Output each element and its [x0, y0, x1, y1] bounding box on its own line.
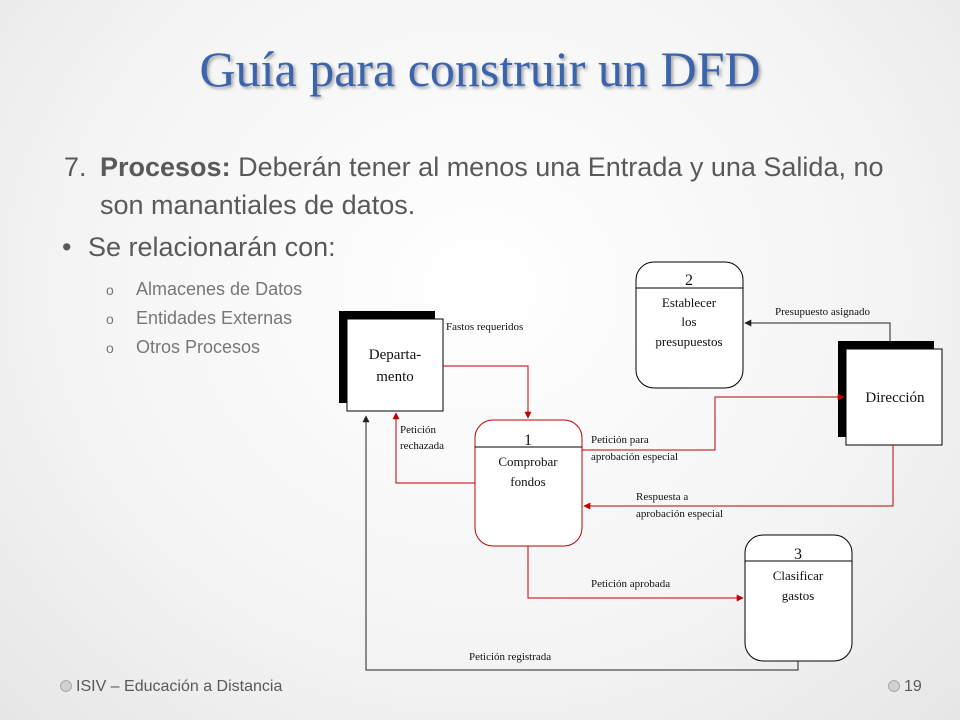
bullet-marker: •: [62, 232, 72, 262]
process-1: 1 Comprobar fondos: [474, 419, 583, 547]
list-item: o Entidades Externas: [106, 307, 302, 336]
process-3-number: 3: [794, 546, 802, 563]
entity-direccion-label: Dirección: [865, 390, 925, 406]
list-item: o Otros Procesos: [106, 336, 302, 365]
flow-respuesta-label-1: Respuesta a: [636, 491, 688, 503]
entity-direccion: Dirección: [838, 341, 943, 446]
list-item-label: Otros Procesos: [136, 337, 261, 357]
flow-fastos-label: Fastos requeridos: [446, 321, 523, 333]
flow-respuesta-aprobacion: [583, 445, 894, 510]
flow-peticion-aprobada: [527, 546, 744, 602]
flow-peticion-rechazada: [392, 412, 475, 484]
flow-rechazada-label-2: rechazada: [400, 440, 444, 452]
process-1-number: 1: [524, 432, 532, 449]
process-2: 2 Establecer los presupuestos: [635, 261, 744, 389]
process-2-number: 2: [685, 272, 693, 289]
point-7-label: Procesos:: [100, 152, 231, 182]
bullet-text: Se relacionarán con:: [88, 232, 336, 262]
slide-title: Guía para construir un DFD: [199, 41, 761, 97]
footer-page-number: 19: [888, 678, 922, 696]
entity-departamento-label-1: Departa-: [369, 347, 421, 363]
process-3: 3 Clasificar gastos: [744, 534, 853, 662]
footer-institution: ISIV – Educación a Distancia: [60, 678, 282, 696]
flow-registrada-label: Petición registrada: [469, 651, 551, 663]
process-3-label-2: gastos: [782, 588, 815, 603]
flow-presupuesto-label: Presupuesto asignado: [775, 306, 871, 318]
list-item: o Almacenes de Datos: [106, 278, 302, 307]
flow-aprobada-label: Petición aprobada: [591, 578, 670, 590]
sub-bullet-marker: o: [106, 311, 114, 327]
process-1-label-2: fondos: [510, 474, 545, 489]
flow-respuesta-label-2: aprobación especial: [636, 508, 723, 520]
flow-aprobacion-label-1: Petición para: [591, 434, 649, 446]
process-2-label-3: presupuestos: [655, 334, 722, 349]
sub-bullet-marker: o: [106, 340, 114, 356]
point-7-text: Deberán tener al menos una Entrada y una…: [100, 152, 884, 220]
point-7-number: 7.: [64, 152, 87, 182]
process-1-label-1: Comprobar: [498, 454, 558, 469]
footer-dot-icon: [60, 680, 72, 692]
process-2-label-2: los: [681, 314, 696, 329]
process-2-label-1: Establecer: [662, 295, 717, 310]
relations-bullet: • Se relacionarán con:: [62, 232, 336, 263]
entity-departamento: Departa- mento: [339, 311, 444, 412]
flow-peticion-registrada: [362, 415, 799, 671]
flow-aprobacion-label-2: aprobación especial: [591, 451, 678, 463]
flow-fastos-requeridos: [443, 365, 532, 419]
footer-institution-text: ISIV – Educación a Distancia: [76, 678, 283, 695]
flow-rechazada-label-1: Petición: [400, 424, 437, 436]
entity-departamento-label-2: mento: [376, 369, 414, 385]
point-7: 7. Procesos: Deberán tener al menos una …: [64, 148, 904, 224]
list-item-label: Entidades Externas: [136, 308, 293, 328]
page-number-text: 19: [904, 678, 922, 695]
flow-peticion-aprobacion: [582, 393, 845, 451]
flow-presupuesto-asignado: [744, 319, 891, 341]
footer-dot-icon: [888, 680, 900, 692]
sub-bullet-marker: o: [106, 282, 114, 298]
process-3-label-1: Clasificar: [773, 568, 824, 583]
list-item-label: Almacenes de Datos: [136, 279, 303, 299]
